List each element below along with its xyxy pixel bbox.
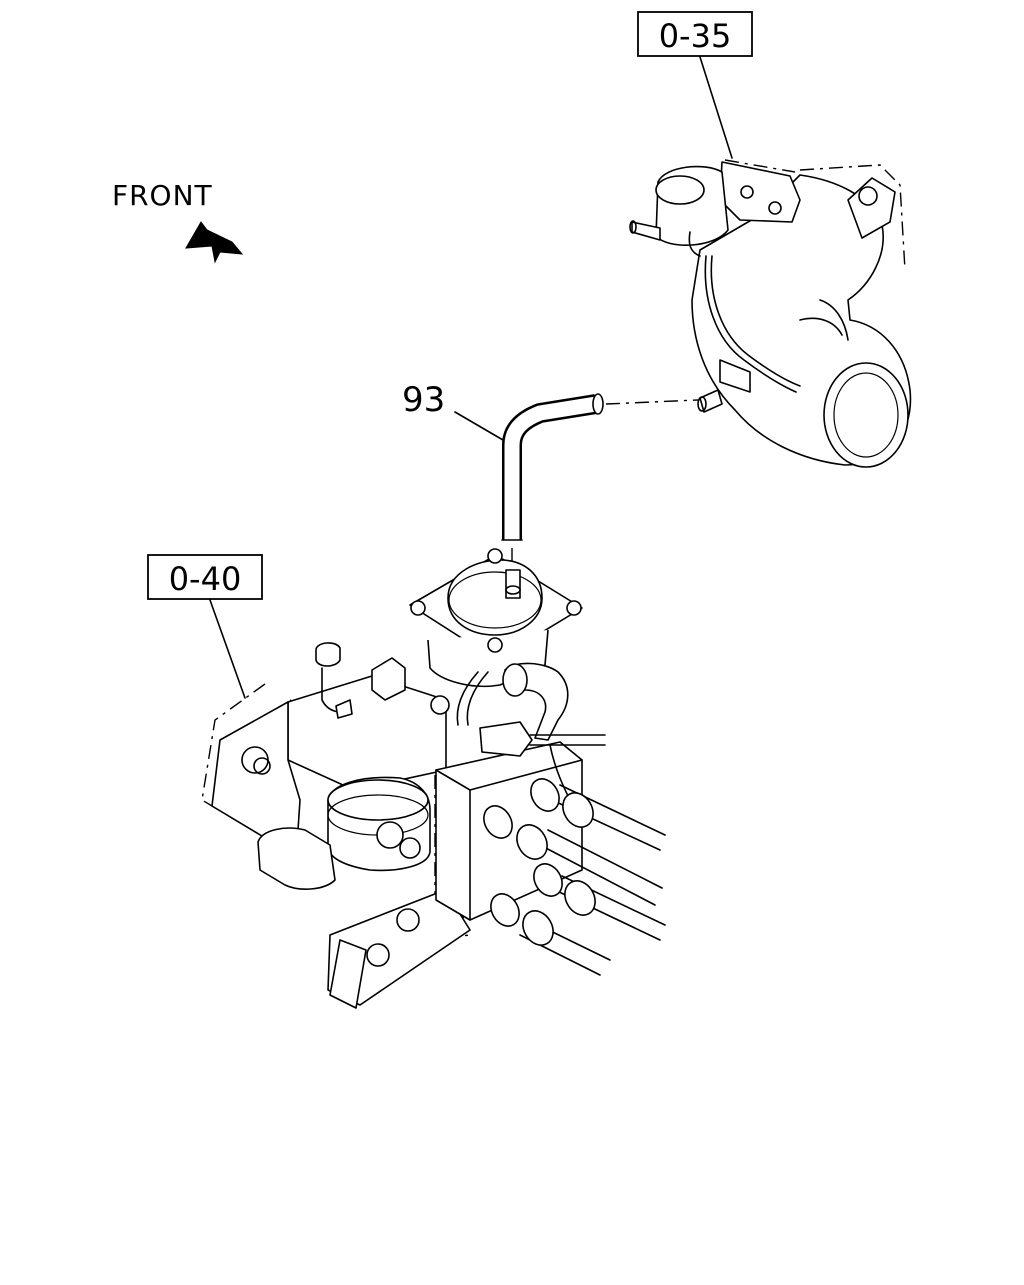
part-number-93: 93: [402, 380, 445, 420]
reference-callout-left[interactable]: 0-40: [147, 554, 263, 699]
thermostat-housing-assembly: [629, 159, 912, 468]
reference-label-left: 0-40: [169, 560, 242, 598]
injection-line-fittings: [483, 778, 666, 976]
arrow-up-left-icon: [185, 221, 244, 264]
front-indicator: FRONT: [112, 179, 244, 264]
reference-callout-top[interactable]: 0-35: [637, 11, 753, 159]
reference-label-top: 0-35: [659, 17, 732, 55]
front-label: FRONT: [112, 179, 213, 212]
injection-pump-assembly: [201, 548, 666, 1009]
